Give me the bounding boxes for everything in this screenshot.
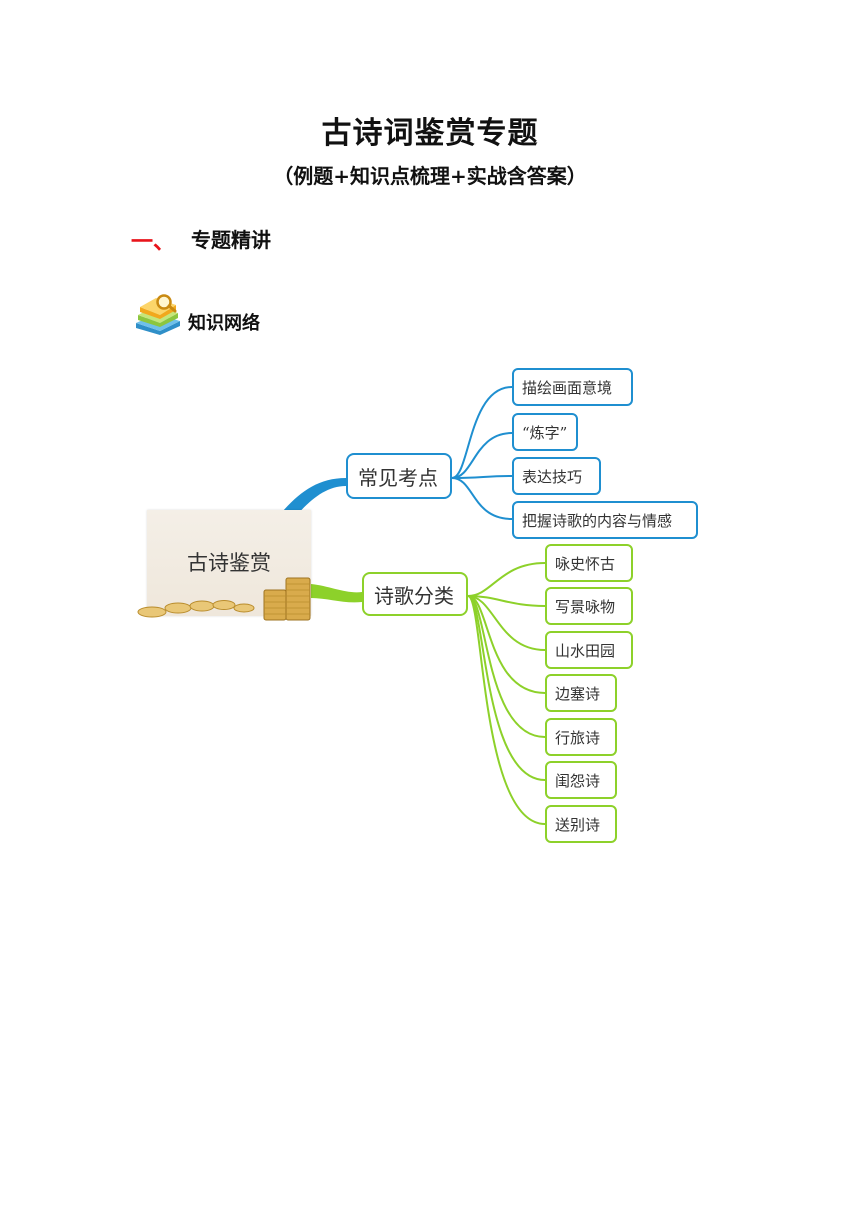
branch-node-poetry-types[interactable]: 诗歌分类 xyxy=(362,572,468,616)
leaf-node-scenery[interactable]: 写景咏物 xyxy=(545,587,633,625)
leaf-node-travel[interactable]: 行旅诗 xyxy=(545,718,617,756)
leaf-node-history[interactable]: 咏史怀古 xyxy=(545,544,633,582)
trunk-blue xyxy=(282,478,346,516)
conn-green-7 xyxy=(467,595,546,825)
section-number: 一、 xyxy=(131,229,176,255)
leaf-node-boudoir[interactable]: 闺怨诗 xyxy=(545,761,617,799)
conn-blue-2 xyxy=(451,432,513,479)
mindmap-root-label: 古诗鉴赏 xyxy=(187,551,271,575)
conn-green-3 xyxy=(467,595,546,651)
conn-green-6 xyxy=(467,595,546,781)
leaf-node-word-refining[interactable]: “炼字” xyxy=(512,413,578,451)
conn-blue-3 xyxy=(451,475,513,479)
conn-blue-4 xyxy=(451,477,513,520)
books-magnifier-icon xyxy=(136,294,180,335)
trunk-green xyxy=(311,584,362,603)
coins-decoration xyxy=(137,577,311,621)
leaf-node-content-emotion[interactable]: 把握诗歌的内容与情感 xyxy=(512,501,698,539)
branch-node-common-points[interactable]: 常见考点 xyxy=(346,453,452,499)
leaf-node-expression-techniques[interactable]: 表达技巧 xyxy=(512,457,601,495)
leaf-node-frontier[interactable]: 边塞诗 xyxy=(545,674,617,712)
conn-blue-1 xyxy=(451,386,513,479)
conn-green-5 xyxy=(467,595,546,738)
conn-green-1 xyxy=(467,562,546,597)
conn-green-2 xyxy=(467,595,546,607)
document-subtitle: （例题+知识点梳理+实战含答案） xyxy=(273,164,587,188)
knowledge-network-label: 知识网络 xyxy=(188,313,260,334)
section-title: 专题精讲 xyxy=(191,228,271,252)
document-title: 古诗词鉴赏专题 xyxy=(321,116,539,151)
leaf-node-farewell[interactable]: 送别诗 xyxy=(545,805,617,843)
leaf-node-scene-mood[interactable]: 描绘画面意境 xyxy=(512,368,633,406)
conn-green-4 xyxy=(467,595,546,694)
leaf-node-pastoral[interactable]: 山水田园 xyxy=(545,631,633,669)
